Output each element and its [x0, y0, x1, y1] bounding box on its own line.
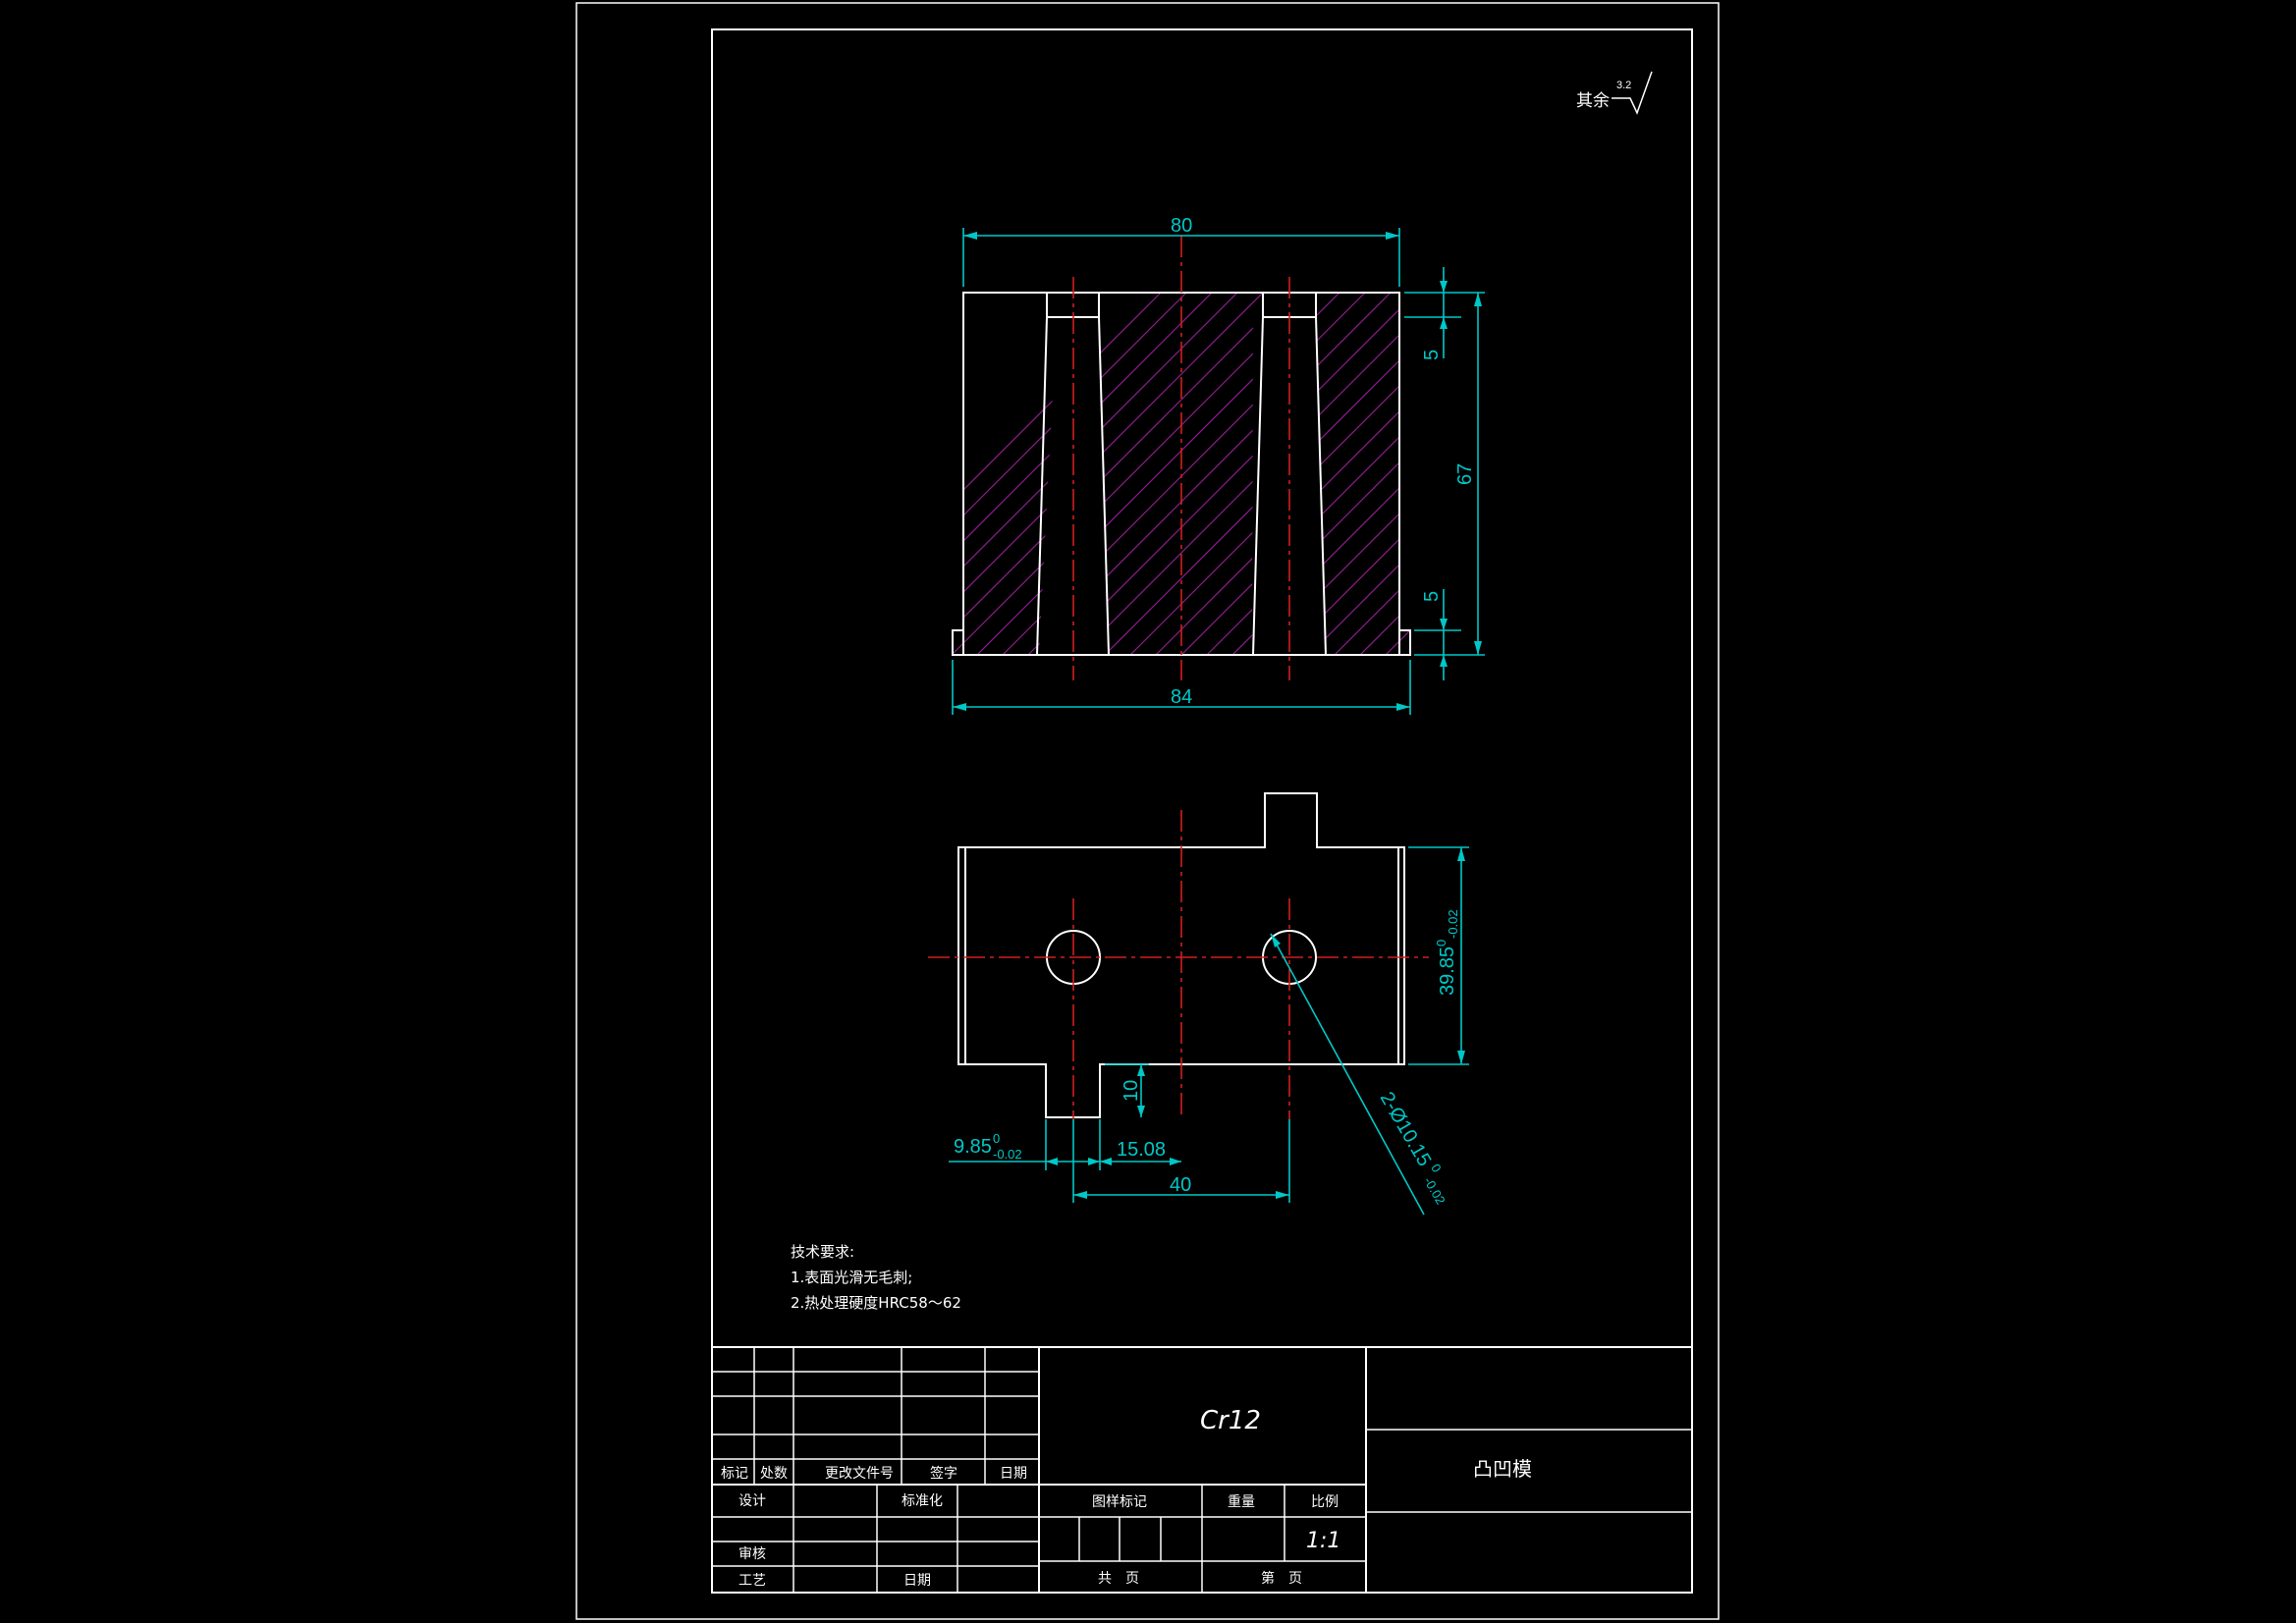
header-date: 日期	[1000, 1466, 1027, 1482]
hatch-line	[1122, 293, 1410, 655]
dim-bottom-width-text: 84	[1171, 686, 1192, 708]
row-review: 审核	[738, 1546, 766, 1562]
scale-value: 1:1	[1306, 1529, 1340, 1553]
dim-left-offset: 9.85 0 -0.02 15.08	[949, 1119, 1181, 1170]
row-standard: 标准化	[902, 1493, 943, 1509]
dim-top-width: 80	[962, 215, 1400, 287]
hatch-line	[953, 293, 1358, 655]
top-view-outline	[957, 792, 1405, 1118]
dim-hole-diameter-text: 2-Ø10.15	[1376, 1089, 1436, 1170]
dim-hole-span-text: 40	[1170, 1174, 1191, 1196]
dim-left-offset-tol-upper: 0	[993, 1131, 1000, 1146]
hatch-line	[1430, 275, 1842, 687]
header-change-doc: 更改文件号	[825, 1466, 894, 1482]
hatch-line	[1071, 293, 1410, 655]
dim-total-height: 67	[1404, 292, 1485, 656]
hatch-line	[953, 293, 1179, 655]
label-stage: 图样标记	[1092, 1494, 1147, 1510]
dim-body-width: 39.85 0 -0.02	[1408, 846, 1469, 1065]
tech-requirements: 技术要求: 1.表面光滑无毛刺; 2.热处理硬度HRC58～62	[791, 1243, 961, 1312]
hatch-line	[1148, 293, 1410, 655]
header-sign: 签字	[930, 1465, 957, 1482]
roughness-symbol: 其余 3.2	[1576, 71, 1653, 115]
dim-body-width-text: 39.85	[1437, 947, 1458, 996]
dim-left-offset-text: 9.85	[954, 1136, 992, 1158]
section-hatching	[953, 275, 1842, 687]
dim-tab-depth: 10	[1105, 1063, 1149, 1117]
hatch-line	[953, 293, 1256, 655]
tech-requirement-2: 2.热处理硬度HRC58～62	[791, 1294, 961, 1312]
tech-requirements-title: 技术要求:	[791, 1243, 854, 1261]
part-name-text: 凸凹模	[1473, 1457, 1532, 1481]
dim-top-width-text: 80	[1171, 215, 1192, 237]
hatch-line	[1327, 293, 1410, 655]
header-count: 处数	[760, 1466, 788, 1482]
hatch-line	[953, 293, 1333, 655]
dim-hole-diameter-tol-lower: -0.02	[1421, 1174, 1449, 1207]
top-view: 39.85 0 -0.02 10 9.85 0 -0.02 15.08	[928, 792, 1469, 1216]
dim-step-bottom: 5	[1414, 589, 1461, 680]
front-view-outline	[952, 292, 1411, 656]
tech-requirement-1: 1.表面光滑无毛刺;	[791, 1269, 912, 1286]
roughness-value: 3.2	[1616, 80, 1631, 91]
dim-hole-diameter-tol-upper: 0	[1428, 1162, 1445, 1175]
hatch-line	[953, 293, 1230, 655]
hatch-line	[953, 293, 1282, 655]
hatch-line	[995, 293, 1409, 655]
label-weight: 重量	[1228, 1494, 1255, 1510]
hatch-line	[1378, 293, 1410, 655]
inner-frame	[711, 28, 1693, 1594]
title-block: Cr12 凸凹模 标记 处数 更改文件号 签字 日期 设计 标准化 审核 工艺 …	[711, 1346, 1693, 1594]
hatch-line	[1020, 293, 1410, 655]
dim-body-width-tol-upper: 0	[1434, 940, 1449, 947]
material-text: Cr12	[1200, 1406, 1261, 1435]
label-sheet-no: 第 页	[1261, 1570, 1302, 1587]
dim-step-bottom-text: 5	[1421, 591, 1443, 602]
hatch-line	[1352, 293, 1410, 655]
row-date: 日期	[903, 1573, 931, 1589]
hatch-line	[1174, 293, 1410, 655]
row-design: 设计	[738, 1493, 766, 1509]
dim-step-top: 5	[1404, 267, 1461, 360]
dim-hole-diameter: 2-Ø10.15 0 -0.02	[1270, 933, 1449, 1216]
roughness-label: 其余	[1576, 91, 1610, 111]
hatch-line	[1276, 293, 1410, 655]
dim-mid-text: 15.08	[1117, 1139, 1166, 1161]
hatch-line	[953, 293, 1205, 655]
dim-total-height-text: 67	[1454, 463, 1476, 485]
hatch-line	[1097, 293, 1410, 655]
dim-left-offset-tol-lower: -0.02	[993, 1147, 1022, 1162]
header-mark: 标记	[721, 1466, 748, 1482]
label-scale: 比例	[1311, 1494, 1339, 1510]
dim-hole-span: 40	[1072, 1119, 1290, 1203]
dim-bottom-width: 84	[952, 660, 1411, 715]
dim-step-top-text: 5	[1421, 350, 1443, 360]
dim-tab-depth-text: 10	[1121, 1080, 1142, 1102]
outer-frame	[575, 2, 1720, 1620]
front-view: 80 84 67 5 5	[952, 215, 1842, 715]
hatch-line	[1225, 293, 1410, 655]
dim-body-width-tol-lower: -0.02	[1446, 909, 1460, 939]
row-process: 工艺	[738, 1573, 766, 1589]
hatch-line	[1301, 293, 1410, 655]
label-total-pages: 共 页	[1098, 1571, 1139, 1587]
